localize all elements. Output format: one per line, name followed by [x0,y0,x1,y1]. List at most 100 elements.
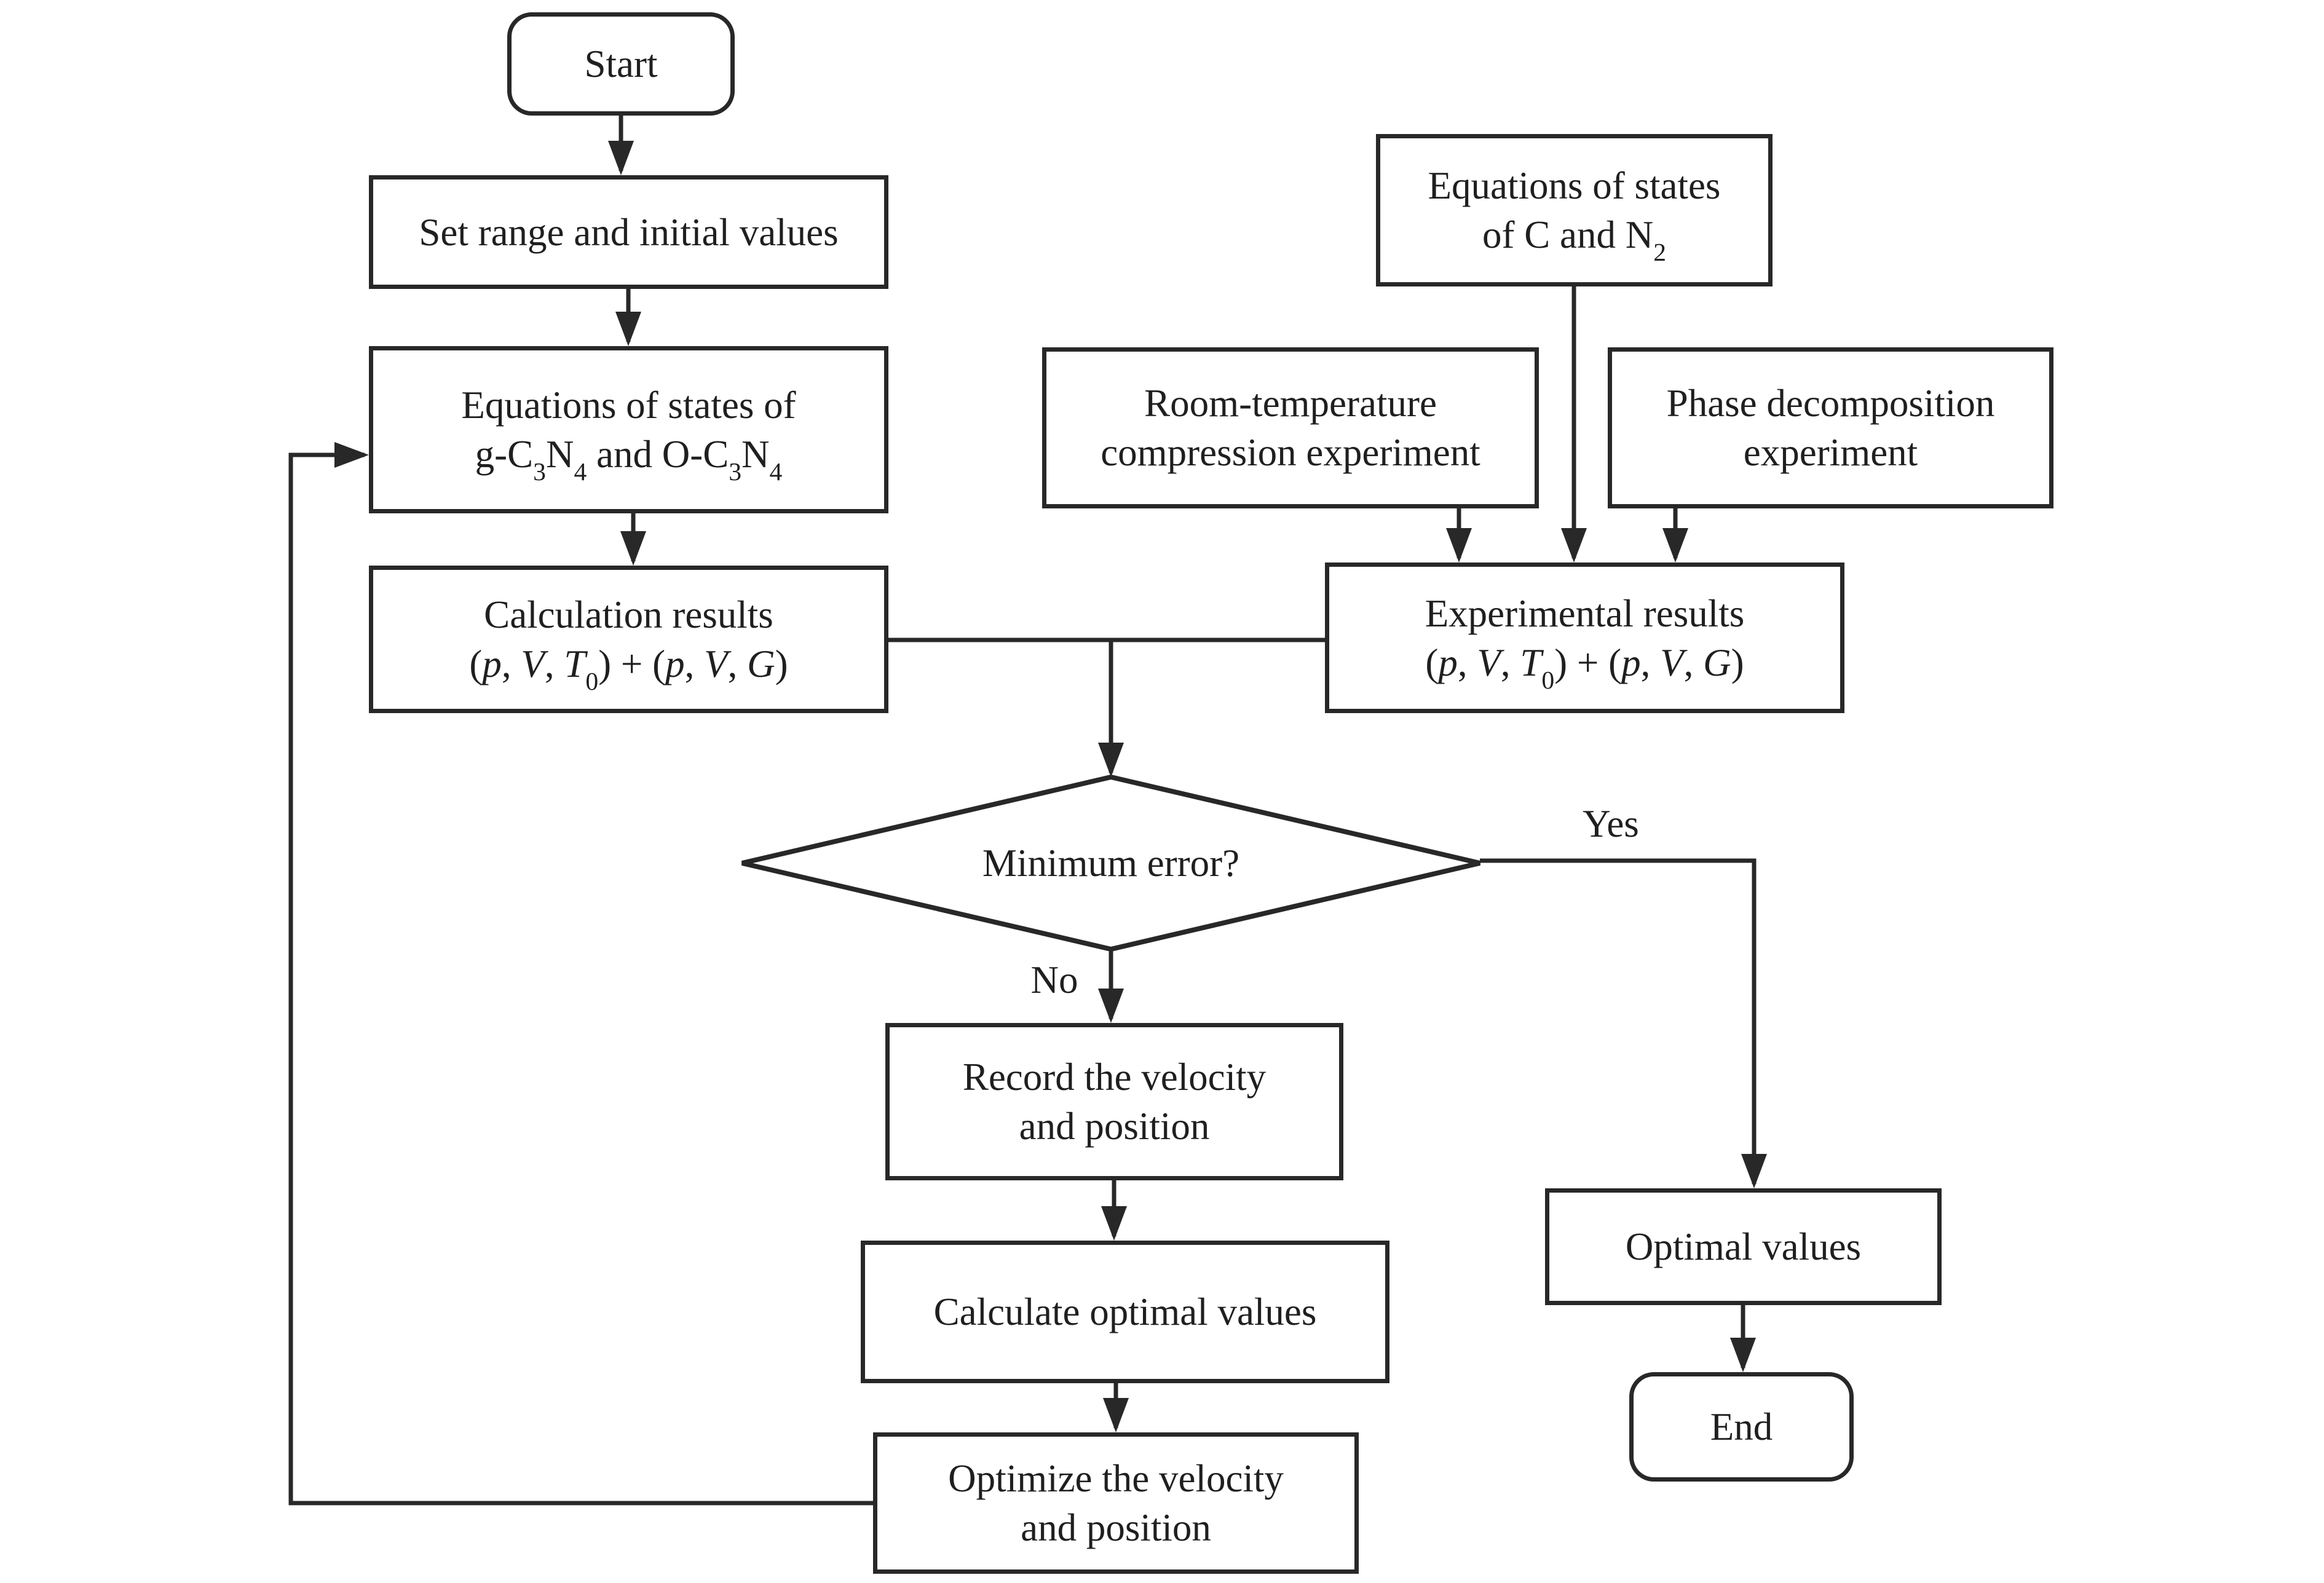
formula-part: V [1477,641,1501,684]
no-label: No [1030,958,1078,1001]
formula-part: and O-C [587,433,729,476]
formula-part: of C and N [1482,213,1654,256]
node-label-line1: Optimize the velocity [948,1457,1284,1500]
node-calculate-optimal-values: Calculate optimal values [861,1241,1389,1383]
node-label: Optimal values [1625,1225,1862,1268]
formula-part: , [1640,641,1661,684]
arrow-phase-to-exp [1662,508,1688,563]
node-end: End [1629,1372,1854,1482]
node-label-line1: Calculation results [484,593,773,636]
arrowhead [1561,528,1587,563]
yes-label: Yes [1583,802,1639,845]
node-label: Set range and initial values [419,210,839,254]
formula-part: , [1457,641,1477,684]
node-label: Start [584,42,658,85]
node-label-line1: Record the velocity [962,1056,1267,1099]
formula-part: V [521,642,545,685]
formula-part: ( [469,642,483,685]
node-label-line2: experiment [1743,431,1918,474]
arrowhead [1741,1154,1767,1188]
formula-part: p [665,642,685,685]
arrow-start-to-set-range [608,116,634,175]
arrow-eq-g-to-calc [620,513,646,566]
node-eq-cn: Equations of states of C and N2 [1376,134,1773,286]
arrow-optimize-loop-to-eq-g [288,442,873,1506]
node-label: Calculate optimal values [933,1290,1317,1333]
formula-part: p [482,642,502,685]
arrowhead [1101,1206,1127,1241]
formula-part: , [544,642,564,685]
node-experimental-results: Experimental results (p, V, T0) + (p, V,… [1325,563,1844,713]
arrow-record-to-calc-opt [1101,1180,1127,1241]
arrowhead [620,531,646,566]
subscript: 4 [574,457,587,486]
formula-part: G [747,642,775,685]
arrowhead [1098,743,1124,777]
arrowhead [334,442,369,468]
arrowhead [1103,1398,1129,1432]
node-label-line1: Equations of states of [461,384,796,427]
formula-part: p [1621,641,1641,684]
formula-part: g-C [475,433,534,476]
formula-part: ( [1425,641,1439,684]
node-label: End [1710,1405,1773,1448]
formula-part: N [545,433,574,476]
formula-part: , [501,642,521,685]
arrow-optimal-to-end [1730,1305,1756,1372]
node-set-range: Set range and initial values [369,175,888,289]
node-label-line1: Room-temperature [1144,382,1437,425]
node-phase-decomposition-experiment: Phase decomposition experiment [1608,347,2053,508]
node-label-formula: (p, V, T0) + (p, V, G) [469,639,788,694]
formula-part: ) [775,642,788,685]
node-label-line2: of C and N2 [1482,210,1666,265]
node-label-line1: Phase decomposition [1666,382,1995,425]
formula-part: , [684,642,705,685]
arrowhead [615,312,641,346]
subscript: 2 [1653,238,1666,267]
node-label-line2: and position [1019,1105,1210,1148]
arrowhead [1730,1338,1756,1372]
node-calc-results: Calculation results (p, V, T0) + (p, V, … [369,566,888,713]
formula-part: p [1438,641,1458,684]
formula-part: T [1520,641,1542,684]
formula-part: T [564,642,586,685]
subscript: 0 [1541,665,1555,694]
node-label-line1: Experimental results [1425,591,1745,635]
node-optimal-values: Optimal values [1545,1188,1942,1305]
arrow-decision-no-to-record [1098,949,1124,1023]
arrow-line [1480,858,1757,1184]
arrow-calc-opt-to-optimize [1103,1383,1129,1432]
node-label-line2: g-C3N4 and O-C3N4 [475,430,783,484]
formula-part: V [704,642,728,685]
subscript: 4 [769,457,783,486]
subscript: 0 [585,667,599,696]
arrow-line [288,452,873,1506]
node-label-line1: Equations of states [1428,164,1721,207]
formula-part: ) + ( [1554,641,1622,684]
formula-part: ) [1731,641,1744,684]
formula-part: , [1683,641,1704,684]
formula-part: ) + ( [598,642,666,685]
arrow-eq-cn-to-exp [1561,286,1587,563]
arrow-connector-to-decision [1098,640,1124,777]
arrow-set-range-to-eq-g [615,289,641,346]
node-label-line2: compression experiment [1101,431,1480,474]
formula-part: G [1703,641,1731,684]
node-room-temp-experiment: Room-temperature compression experiment [1042,347,1539,508]
node-eq-g: Equations of states of g-C3N4 and O-C3N4 [369,346,888,513]
node-optimize-velocity-position: Optimize the velocity and position [873,1432,1359,1574]
node-label: Minimum error? [982,842,1240,885]
arrowhead [1446,528,1472,563]
node-decision-minimum-error: Minimum error? [742,777,1480,949]
formula-part: N [741,433,770,476]
formula-part: , [727,642,748,685]
arrowhead [1098,989,1124,1023]
formula-part: , [1500,641,1520,684]
node-label-line2: and position [1021,1506,1211,1549]
subscript: 3 [729,457,742,486]
arrowhead [1662,528,1688,563]
node-label-formula: (p, V, T0) + (p, V, G) [1425,638,1744,693]
arrow-room-to-exp [1446,508,1472,563]
